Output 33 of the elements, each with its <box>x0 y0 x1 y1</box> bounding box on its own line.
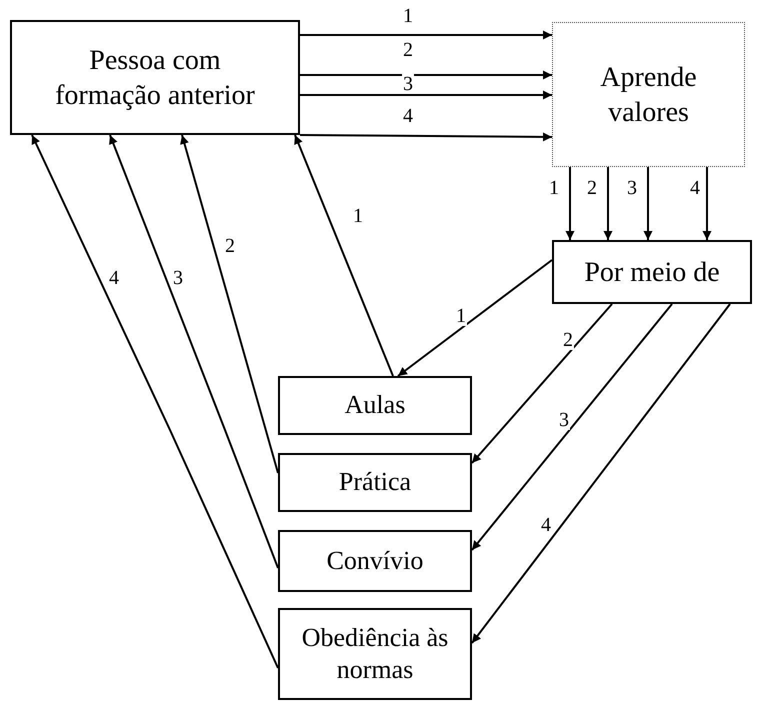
box-label: Convívio <box>326 544 424 577</box>
process-box <box>552 240 752 304</box>
arrow <box>471 303 613 464</box>
process-box <box>552 22 745 167</box>
arrow <box>294 134 394 376</box>
process-box <box>10 20 300 135</box>
process-box <box>278 608 472 700</box>
box-label: Por meio de <box>584 256 720 290</box>
box-label: Obediência às normas <box>300 622 450 686</box>
box-label: Prática <box>338 466 412 498</box>
arrow <box>300 90 552 100</box>
box-label: Aulas <box>344 389 406 422</box>
arrow <box>644 167 652 240</box>
process-box <box>278 530 472 592</box>
box-label: Aprende valores <box>599 60 698 130</box>
edge-label: 2 <box>562 330 574 350</box>
arrow <box>180 134 279 474</box>
edge-label: 1 <box>455 306 467 326</box>
arrow <box>109 134 279 568</box>
arrow <box>300 70 552 80</box>
edge-label: 3 <box>558 410 570 430</box>
arrow <box>702 167 712 240</box>
arrow <box>300 30 552 40</box>
arrow <box>471 303 673 551</box>
arrow <box>566 167 574 240</box>
process-box <box>278 376 472 435</box>
arrow <box>397 259 553 377</box>
arrow <box>604 167 612 240</box>
arrow <box>471 303 731 644</box>
arrow <box>31 134 279 668</box>
box-label: Pessoa com formação anterior <box>54 44 256 112</box>
arrow <box>300 132 552 142</box>
process-box <box>278 453 472 512</box>
